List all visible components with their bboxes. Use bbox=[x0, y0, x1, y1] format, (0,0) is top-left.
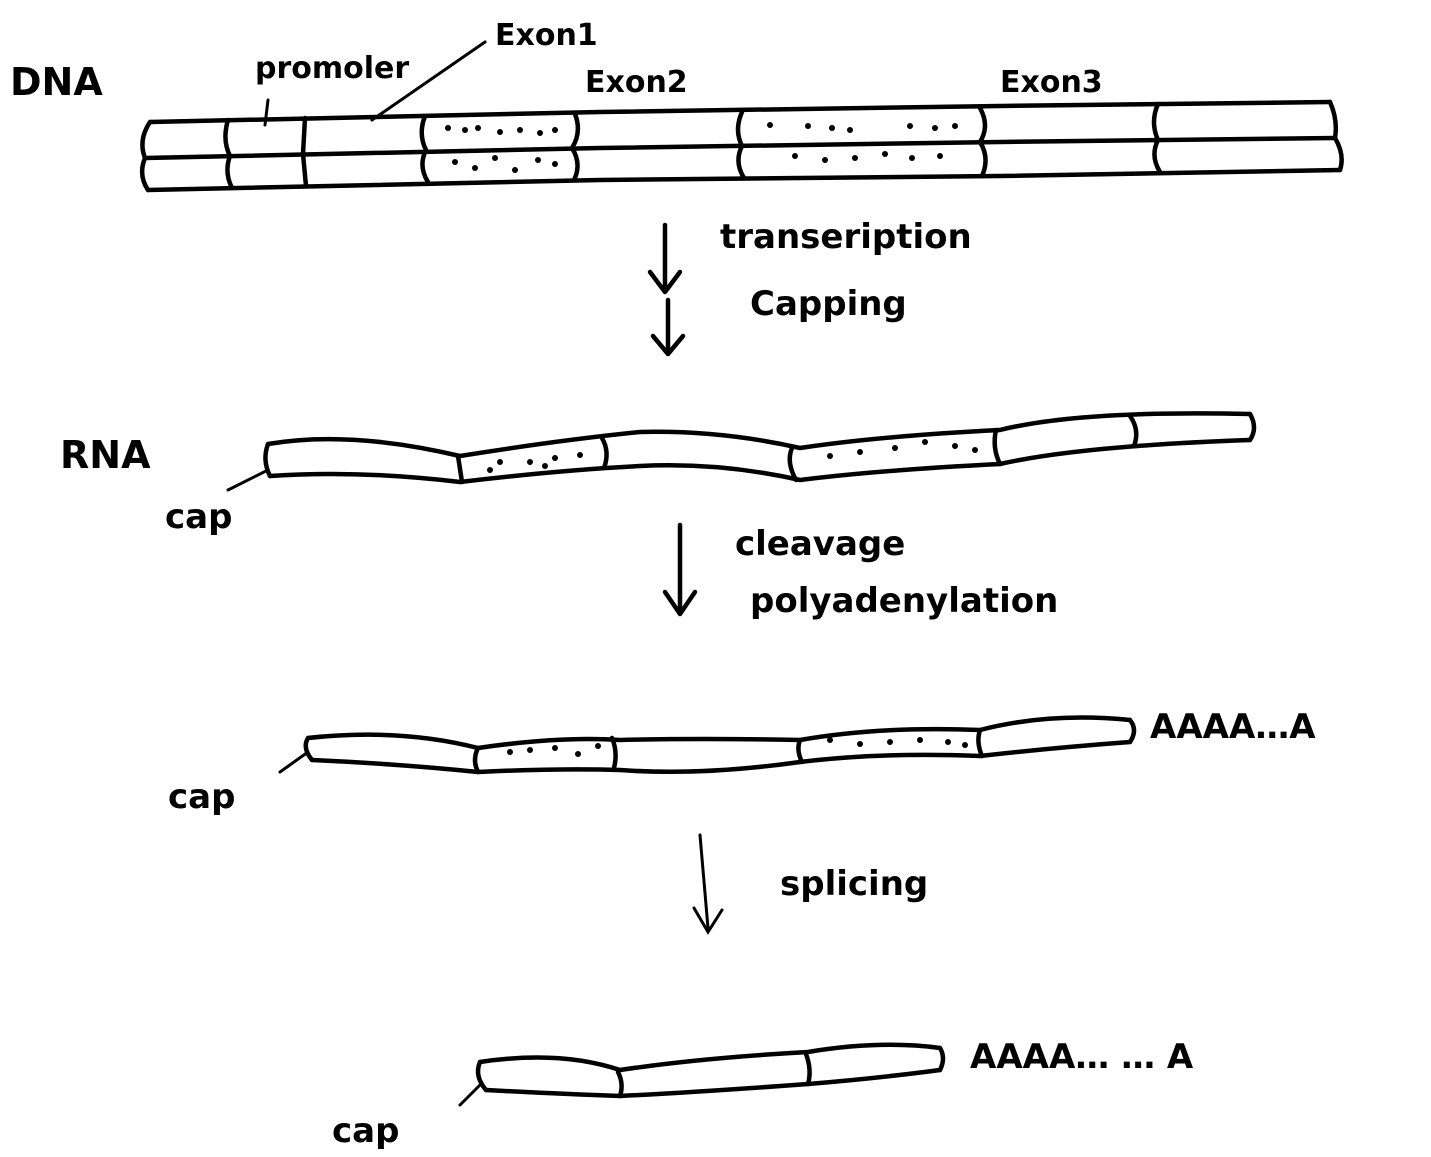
dna-label: DNA bbox=[10, 60, 103, 104]
polya-tail-1: AAAA…A bbox=[1150, 707, 1316, 747]
step-transcription: transeription bbox=[720, 217, 972, 257]
step-splicing: splicing bbox=[780, 864, 928, 904]
promoter-label: promoler bbox=[255, 51, 409, 86]
step-cleavage: cleavage bbox=[735, 524, 905, 564]
arrow-cleavage bbox=[665, 525, 695, 614]
step-polyadenylation: polyadenylation bbox=[750, 581, 1058, 621]
rna-polyadenylated bbox=[280, 718, 1134, 772]
arrow-splicing bbox=[694, 835, 722, 932]
cap-label-1: cap bbox=[165, 497, 232, 537]
cap-label-3: cap bbox=[332, 1111, 399, 1151]
exon3-label: Exon3 bbox=[1000, 65, 1103, 100]
rna-label: RNA bbox=[60, 433, 151, 477]
exon2-label: Exon2 bbox=[585, 65, 688, 100]
cap-label-2: cap bbox=[168, 777, 235, 817]
mrna-mature bbox=[460, 1045, 943, 1105]
arrow-transcription bbox=[650, 225, 683, 354]
exon1-label: Exon1 bbox=[495, 18, 598, 53]
polya-tail-2: AAAA… … A bbox=[970, 1037, 1194, 1077]
rna-primary bbox=[228, 413, 1254, 490]
step-capping: Capping bbox=[750, 284, 907, 324]
